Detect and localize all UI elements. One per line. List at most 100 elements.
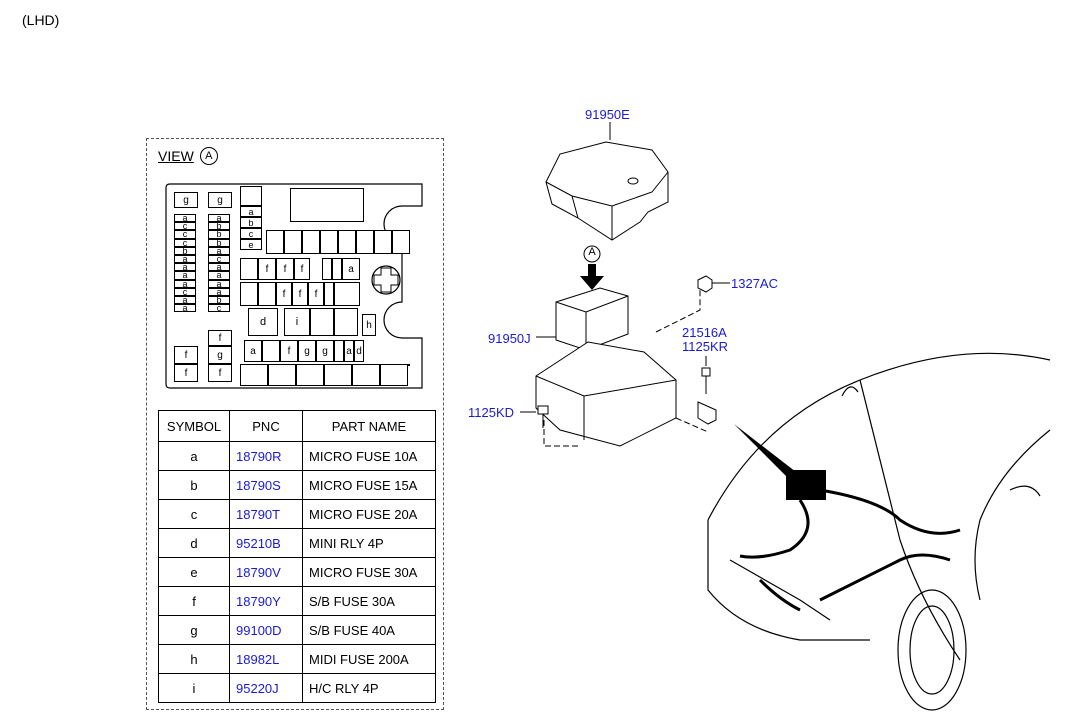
fuse-slot (240, 186, 262, 206)
fuse-micro: c (208, 254, 230, 264)
view-label-text: VIEW (158, 148, 194, 164)
fuse-g-1: g (174, 192, 198, 208)
relay-slot (334, 308, 358, 336)
cover-shape (545, 141, 669, 241)
car-outline (707, 352, 1051, 711)
fuse-micro: c (174, 221, 196, 231)
fuse-f: f (308, 282, 324, 306)
fuse-micro: c (208, 303, 230, 313)
cell-part-name: S/B FUSE 30A (302, 586, 436, 616)
fuse-micro: a (174, 213, 196, 223)
fuse-slot (266, 230, 284, 254)
fuse-slot (284, 230, 302, 254)
cell-pnc[interactable]: 95210B (229, 528, 303, 558)
fuse-f: f (208, 330, 232, 346)
fuse-slot (408, 364, 410, 366)
fuse-micro: c (174, 238, 196, 248)
fuse-micro: b (208, 295, 230, 305)
fuse-g-2: g (208, 192, 232, 208)
bolt-shape (697, 367, 717, 425)
cell-symbol: g (158, 615, 230, 645)
fuse-h: h (362, 314, 376, 336)
fuse-slot (356, 230, 374, 254)
bolt-left-shape (537, 405, 549, 428)
fuse-f: f (276, 258, 294, 280)
fuse-micro: c (174, 287, 196, 297)
fuse-micro: a (208, 279, 230, 289)
fuse-micro: e (240, 239, 262, 250)
relay-i: i (284, 308, 310, 336)
fuse-micro: b (208, 229, 230, 239)
nut-shape (697, 275, 713, 293)
callout-cover: 91950E (585, 107, 630, 122)
fuse-micro: b (208, 221, 230, 231)
fuse-micro: a (208, 262, 230, 272)
fuse-slot (332, 258, 342, 280)
fuse-block-shape (535, 287, 677, 447)
cell-pnc[interactable]: 95220J (229, 673, 303, 703)
view-panel (146, 138, 444, 710)
fuse-slot (262, 340, 280, 362)
fuse-micro: a (174, 262, 196, 272)
fuse-g: g (298, 340, 316, 362)
fuse-micro: a (240, 206, 262, 217)
wiring-harness (739, 488, 961, 612)
fuse-slot (392, 230, 410, 254)
fuse-slot (322, 258, 332, 280)
cell-pnc[interactable]: 18790S (229, 470, 303, 500)
fuse-slot (302, 230, 320, 254)
fuse-g: g (208, 346, 232, 364)
cell-symbol: e (158, 557, 230, 587)
fuse-a: a (244, 340, 262, 362)
cell-pnc[interactable]: 99100D (229, 615, 303, 645)
fuse-slot (258, 282, 276, 306)
fuse-g: g (316, 340, 334, 362)
col-pnc: PNC (229, 410, 303, 442)
fuse-f: f (174, 346, 198, 364)
cell-pnc[interactable]: 18982L (229, 644, 303, 674)
fuse-f: f (174, 364, 198, 382)
fuse-micro: a (208, 246, 230, 256)
cell-part-name: MIDI FUSE 200A (302, 644, 436, 674)
callout-bracket: 21516A (682, 325, 727, 340)
fuse-f: f (258, 258, 276, 280)
fuse-slot (324, 364, 352, 386)
hidden-lines (543, 290, 709, 447)
fuse-slot (334, 282, 360, 306)
fuse-slot (240, 282, 258, 306)
col-part-name: PART NAME (302, 410, 436, 442)
fuse-slot-large (290, 188, 364, 222)
callout-bolt-top: 1125KR (682, 339, 729, 354)
fuse-micro: b (208, 238, 230, 248)
cell-part-name: S/B FUSE 40A (302, 615, 436, 645)
fuse-micro: a (208, 287, 230, 297)
callout-marker: A (588, 246, 596, 258)
fuse-micro: a (174, 295, 196, 305)
fuse-micro: b (240, 217, 262, 228)
fuse-micro: a (174, 270, 196, 280)
fuse-slot (380, 364, 408, 386)
cell-part-name: MICRO FUSE 10A (302, 441, 436, 471)
fuse-micro: b (174, 246, 196, 256)
col-symbol: SYMBOL (158, 410, 230, 442)
callout-block: 91950J (488, 331, 531, 346)
fuse-block-on-car (786, 470, 826, 500)
fuse-slot (352, 364, 380, 386)
fuse-micro: a (174, 279, 196, 289)
fuse-micro: a (208, 270, 230, 280)
fuse-slot (268, 364, 296, 386)
variant-label: (LHD) (22, 12, 60, 28)
cell-part-name: H/C RLY 4P (302, 673, 436, 703)
fuse-micro: c (174, 229, 196, 239)
cell-part-name: MICRO FUSE 30A (302, 557, 436, 587)
fuse-slot (374, 230, 392, 254)
cell-pnc[interactable]: 18790T (229, 499, 303, 529)
fuse-micro: c (240, 228, 262, 239)
